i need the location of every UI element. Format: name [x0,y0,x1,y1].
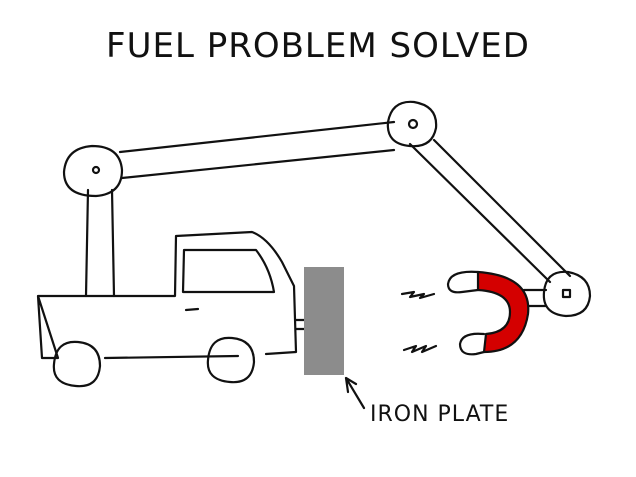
truck-body [36,230,298,360]
crane-elbow-joint [386,100,438,148]
rear-wheel [52,340,102,388]
crane-base-pin [91,165,101,175]
magnet-bottom-arm [458,332,486,356]
magnetic-wave-top [400,290,436,300]
crane-lower-arm [408,138,572,284]
truck-door-handle [184,307,200,312]
iron-plate-label: IRON PLATE [370,402,510,427]
truck-window [181,248,276,294]
crane-mast [84,188,116,298]
horseshoe-magnet [446,270,530,356]
iron-plate [304,267,344,375]
front-wheel [206,336,256,384]
crane-end-pin [561,288,572,299]
crane-end-joint [542,270,592,318]
crane-upper-arm [118,120,396,180]
crane-elbow-pin [407,118,419,130]
plate-label-arrow [344,376,366,410]
truck [36,100,592,388]
magnet-top-arm [446,270,480,294]
crane-base-joint [62,144,124,198]
magnetic-wave-bottom [402,344,438,354]
magnet-red-pole [476,270,530,354]
comic-title: FUEL PROBLEM SOLVED [106,26,530,66]
